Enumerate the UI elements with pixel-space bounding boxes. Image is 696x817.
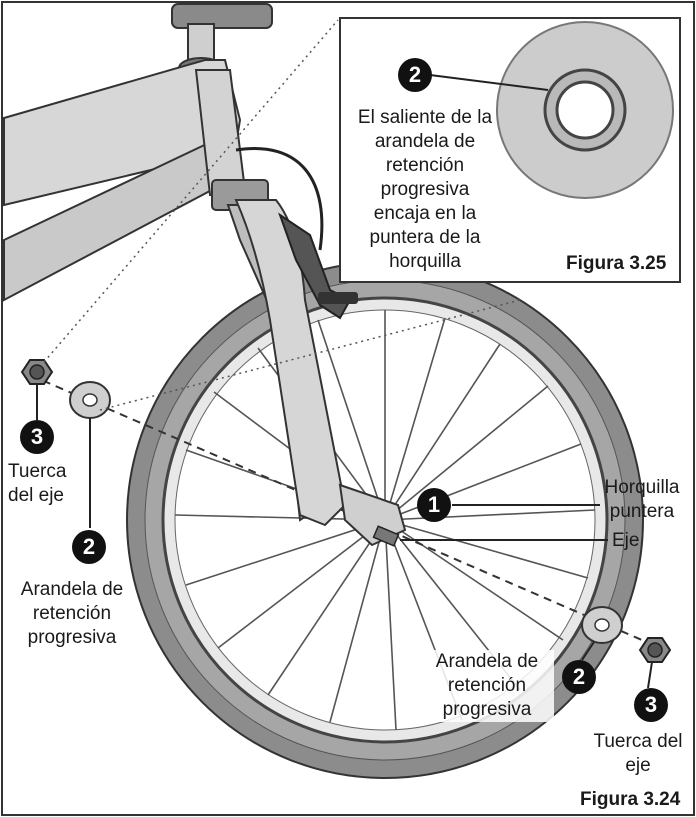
- label-line: puntera: [609, 501, 675, 522]
- top-tube: [3, 59, 242, 207]
- leader-inset: [429, 74, 549, 91]
- axle-nut-right: [638, 637, 672, 689]
- label-line: Tuerca del: [593, 731, 683, 752]
- seat: [171, 3, 273, 29]
- label-line: retención: [447, 675, 527, 696]
- inset-washer-hole: [555, 80, 615, 140]
- inset-badge-2: 2: [398, 58, 432, 92]
- label-axle-nut-left: Tuerca del eje: [8, 460, 66, 508]
- label-axle-nut-right: Tuerca del eje: [584, 730, 692, 778]
- inset-text-line: arandela de: [374, 131, 476, 152]
- axle-line: [29, 374, 666, 651]
- axle-nut-left: [20, 359, 54, 420]
- label-axle: Eje: [612, 530, 640, 551]
- label-washer-right: Arandela de retención progresiva: [420, 650, 554, 722]
- badge-3-left: 3: [20, 420, 54, 454]
- label-washer-left: Arandela de retención progresiva: [4, 578, 140, 650]
- washer-right: [581, 606, 623, 661]
- label-line: progresiva: [27, 627, 117, 648]
- inset-text-line: progresiva: [380, 179, 470, 200]
- inset-text-line: encaja en la: [373, 203, 477, 224]
- badge-2-left: 2: [72, 530, 106, 564]
- label-line: progresiva: [442, 699, 532, 720]
- inset-figure-label: Figura 3.25: [566, 253, 667, 274]
- inset-text-line: puntera de la: [369, 227, 481, 248]
- label-line: eje: [625, 755, 651, 776]
- badge-2-right: 2: [562, 660, 596, 694]
- label-line: Horquilla: [604, 477, 680, 498]
- axle-stub: [372, 525, 400, 547]
- label-line: retención: [32, 603, 112, 624]
- label-line: Tuerca: [8, 461, 67, 482]
- inset-text-line: horquilla: [389, 251, 461, 272]
- label-line: Arandela de: [435, 651, 539, 672]
- inset-text-line: El saliente de la: [357, 107, 493, 128]
- label-line: del eje: [8, 485, 64, 506]
- zoom-line-bottom: [99, 299, 521, 411]
- inset-text-line: retención: [385, 155, 465, 176]
- label-fork-dropout: Horquilla puntera: [596, 476, 688, 524]
- inset-description: El saliente de la arandela de retención …: [340, 106, 510, 274]
- brake-pad: [318, 292, 358, 304]
- badge-3-right: 3: [634, 688, 668, 722]
- main-figure-label: Figura 3.24: [580, 789, 681, 810]
- washer-left: [69, 381, 111, 528]
- brake-cable: [235, 147, 324, 251]
- label-line: Arandela de: [20, 579, 124, 600]
- badge-1: 1: [417, 488, 451, 522]
